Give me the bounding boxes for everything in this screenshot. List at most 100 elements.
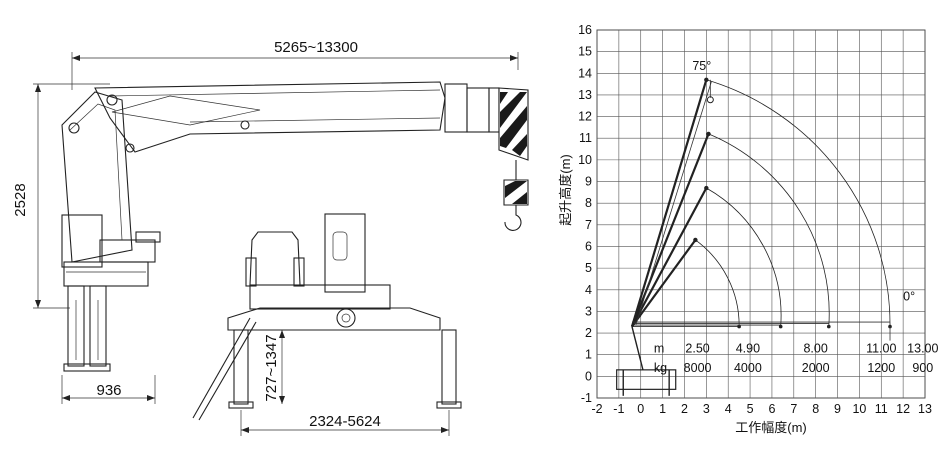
boom-angle-line xyxy=(630,79,708,327)
working-range-arc xyxy=(706,187,782,327)
truck-base xyxy=(616,369,677,390)
span-arrow-left xyxy=(241,427,249,433)
dim-arrow-left xyxy=(72,55,80,61)
x-tick-label: 5 xyxy=(747,402,754,416)
x-tick-label: 2 xyxy=(681,402,688,416)
boom-tip-marker xyxy=(706,131,711,137)
rear-turret xyxy=(249,284,391,310)
working-range-arcs xyxy=(695,79,891,327)
boom-arm-plate xyxy=(111,95,261,126)
chart-grid xyxy=(596,29,926,399)
table-radius-value: 13.00 xyxy=(907,342,938,356)
boom-angle-line xyxy=(631,187,708,328)
span-arrow-right xyxy=(441,427,449,433)
ladder-rail-1 xyxy=(192,317,251,419)
y-tick-label: -1 xyxy=(581,391,592,405)
outrigger-leg-left xyxy=(67,285,85,367)
boom-line-1 xyxy=(109,89,441,97)
crane-side-view: 5265~13300 2528 936 xyxy=(12,39,529,404)
working-range-arc xyxy=(706,79,891,327)
hook xyxy=(504,205,522,231)
telescope-head-3 xyxy=(488,87,500,133)
x-tick-label: 9 xyxy=(834,402,841,416)
boom-tip-hatching xyxy=(500,92,527,156)
operator-seat xyxy=(249,231,301,286)
column-pivot xyxy=(68,122,80,134)
boom-length-dim-label: 5265~13300 xyxy=(274,39,358,56)
y-tick-label: 1 xyxy=(585,348,592,362)
hook-marker xyxy=(706,96,714,104)
control-handles xyxy=(135,231,161,243)
y-tick-label: 0 xyxy=(585,369,592,383)
x-tick-label: -2 xyxy=(591,402,602,416)
rear-foot-right xyxy=(436,401,462,409)
height-arrow-top xyxy=(35,84,41,92)
x-tick-label: 3 xyxy=(703,402,710,416)
column-window xyxy=(332,231,348,261)
boom-angle-line xyxy=(631,239,697,328)
boom-positions xyxy=(616,77,892,396)
table-radius-value: 2.50 xyxy=(685,342,709,356)
x-tick-label: 8 xyxy=(812,402,819,416)
outrigger-leg-right xyxy=(89,285,107,367)
y-tick-label: 2 xyxy=(585,326,592,340)
base-frame xyxy=(63,261,149,287)
rear-leg-right xyxy=(441,329,457,405)
height-arrow-bottom xyxy=(35,300,41,308)
y-tick-label: 12 xyxy=(578,110,592,124)
x-tick-label: 11 xyxy=(875,402,888,416)
y-tick-label: 14 xyxy=(578,66,592,80)
outrigger-span-dim-label: 2324-5624 xyxy=(309,413,381,430)
x-tick-label: 0 xyxy=(637,402,644,416)
outrigger-beam xyxy=(227,307,441,331)
crane-rear-view: 727~1347 2324-5624 xyxy=(192,213,462,436)
x-tick-label: 12 xyxy=(896,402,910,416)
x-tick-label: 7 xyxy=(790,402,797,416)
table-row-unit-m: m xyxy=(654,342,664,356)
boom-hinge xyxy=(106,94,118,106)
cylinder-pin xyxy=(125,143,135,153)
slewing-center-inner xyxy=(341,313,351,323)
y-axis-label: 起升高度(m) xyxy=(558,154,573,226)
telescope-head-2 xyxy=(466,87,490,133)
rear-column xyxy=(324,213,366,293)
height-dim-label: 2528 xyxy=(12,183,29,216)
boom-base-section xyxy=(94,81,446,153)
outrigger-height-dim-label: 727~1347 xyxy=(263,334,280,401)
rear-leg-left xyxy=(233,329,249,405)
table-row-unit-kg: kg xyxy=(654,361,667,375)
y-tick-label: 8 xyxy=(585,196,592,210)
x-tick-label: 13 xyxy=(918,402,932,416)
x-axis-label: 工作幅度(m) xyxy=(735,420,807,435)
boom-tip-marker xyxy=(704,77,709,82)
boom-tip-marker xyxy=(693,237,698,243)
boom-pin xyxy=(240,120,250,130)
angle-max-label: 75° xyxy=(692,59,711,73)
x-tick-label: 6 xyxy=(768,402,775,416)
x-tick-label: 1 xyxy=(659,402,666,416)
seat-arm-right xyxy=(293,257,305,287)
boom-reach-marker xyxy=(826,324,831,329)
y-tick-label: 11 xyxy=(579,131,592,145)
y-tick-label: 15 xyxy=(578,45,592,59)
table-load-value: 8000 xyxy=(684,361,712,375)
outrigger-foot xyxy=(63,363,111,372)
y-tick-label: 5 xyxy=(585,261,592,275)
table-load-value: 900 xyxy=(912,361,933,375)
table-load-value: 4000 xyxy=(734,361,762,375)
y-tick-label: 10 xyxy=(578,153,592,167)
column-inner-line xyxy=(69,103,123,241)
rear-foot-left xyxy=(228,401,254,409)
base-arrow-left xyxy=(62,395,70,401)
oh-arrow-top xyxy=(279,330,285,338)
boom-angle-line xyxy=(630,133,710,327)
x-tick-label: 4 xyxy=(725,402,732,416)
y-tick-label: 7 xyxy=(585,218,592,232)
table-load-value: 1200 xyxy=(867,361,895,375)
y-tick-label: 13 xyxy=(578,88,592,102)
x-tick-label: 10 xyxy=(852,402,866,416)
boom-reach-marker xyxy=(778,324,783,329)
angle-min-label: 0° xyxy=(903,290,915,304)
